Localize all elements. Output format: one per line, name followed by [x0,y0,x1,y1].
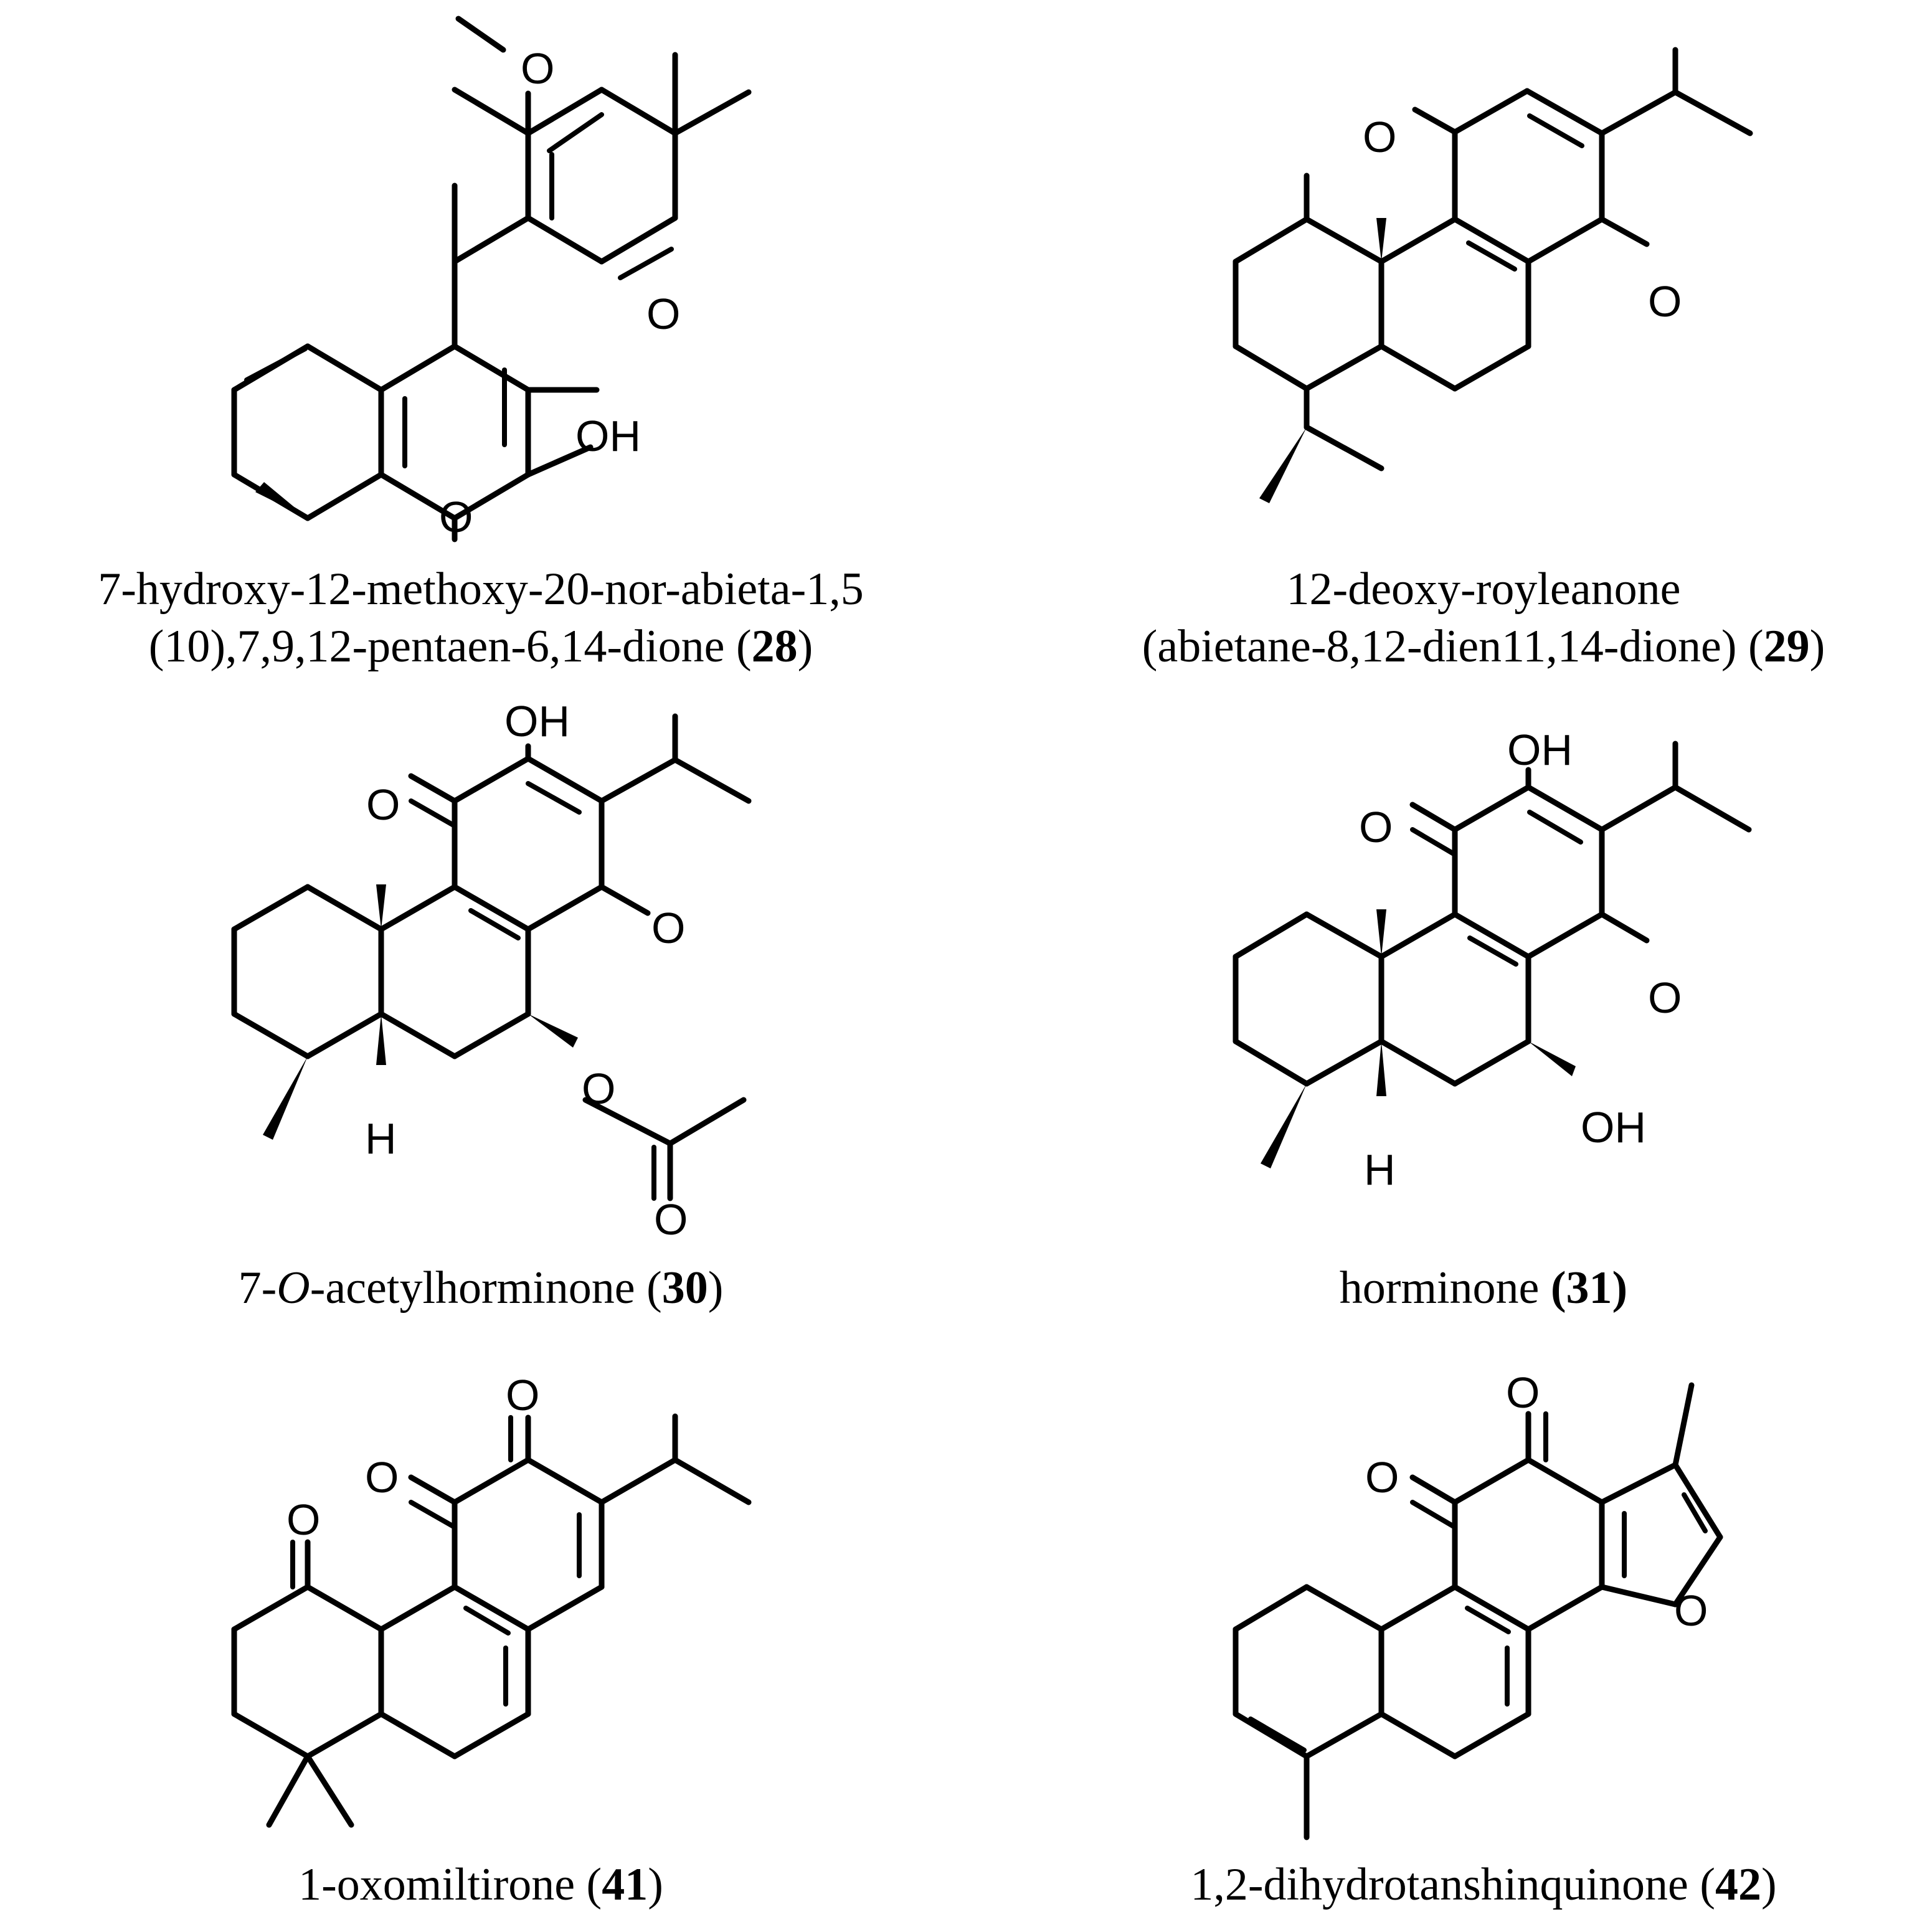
structure-28-labels: O O O OH [439,44,680,541]
caption-30-close: ) [708,1262,724,1314]
structure-42-bonds [1233,1382,1723,1840]
atom-label: O [1365,1453,1399,1502]
structure-41: O O O [231,1371,752,1828]
compound-number-41: 41 [602,1859,648,1910]
structure-42-labels: O O O [1365,1368,1708,1635]
structure-30-wedges [263,884,578,1140]
atom-label: O [286,1495,320,1544]
structure-30: OH O O O O H [231,697,752,1244]
atom-label: O [654,1195,688,1244]
caption-31: horminone (31) [1340,1259,1627,1317]
atom-label: OH [575,412,641,460]
caption-30-italic: O [277,1262,310,1314]
structure-31-labels: OH O O OH H [1359,726,1682,1194]
atom-label: O [646,290,680,338]
structure-30-bonds [231,713,752,1201]
structure-42: O O O [1233,1368,1723,1840]
atom-label: O [1674,1586,1708,1635]
compound-number-29: 29 [1763,621,1810,672]
atom-label: O [1648,973,1682,1022]
structure-29-wedges [1259,218,1386,503]
structure-28: O O O OH [231,16,752,542]
atom-label: OH [504,697,570,746]
structure-31: OH O O OH H [1233,726,1752,1194]
caption-28-line2: (10),7,9,12-pentaen-6,14-dione (28) [98,618,863,675]
atom-label: H [1364,1145,1396,1194]
caption-30: 7-O-acetylhorminone (30) [239,1259,724,1317]
atom-label: O [1506,1368,1540,1417]
structure-31-wedges [1261,909,1576,1168]
caption-42: 1,2-dihydrotanshinquinone (42) [1190,1856,1776,1913]
caption-30-pre: 7- [238,1262,277,1314]
caption-41-pre: 1-oxomiltirone ( [298,1859,602,1910]
structure-29-labels: O O [1363,113,1682,326]
structure-29-bonds [1233,47,1753,471]
compound-number-28: 28 [751,621,798,672]
compound-number-30: 30 [661,1262,708,1314]
atom-label: O [1359,803,1393,851]
compound-number-31: (31) [1550,1262,1628,1314]
caption-42-close: ) [1761,1859,1777,1910]
atom-label: OH [1581,1103,1646,1152]
atom-label: O [582,1064,615,1113]
atom-label: OH [1507,726,1573,774]
caption-28-line1: 7-hydroxy-12-methoxy-20-nor-abieta-1,5 [98,564,864,615]
caption-28-close: ) [797,621,813,672]
caption-42-pre: 1,2-dihydrotanshinquinone ( [1190,1859,1715,1910]
caption-29-close: ) [1809,621,1825,672]
caption-29-line2: (abietane-8,12-dien11,14-dione) (29) [1142,618,1825,675]
caption-30-mid: -acetylhorminone ( [310,1262,662,1314]
caption-28-text: (10),7,9,12-pentaen-6,14-dione ( [148,621,752,672]
structure-31-bonds [1233,741,1752,1087]
caption-41: 1-oxomiltirone (41) [298,1856,663,1913]
structure-41-labels: O O O [286,1371,539,1544]
atom-label: O [365,1453,399,1502]
structure-29: O O [1233,47,1753,503]
atom-label: O [1648,277,1682,326]
structure-41-bonds [231,1413,752,1828]
atom-label: O [366,780,400,829]
structure-28-wedges [255,482,308,518]
caption-31-pre: horminone [1339,1262,1551,1314]
caption-41-close: ) [648,1859,663,1910]
atom-label: O [1363,113,1396,161]
caption-29: 12-deoxy-royleanone (abietane-8,12-dien1… [1142,561,1825,675]
structure-30-labels: OH O O O O H [365,697,688,1244]
atom-label: H [365,1114,397,1163]
caption-29-text: (abietane-8,12-dien11,14-dione) ( [1142,621,1764,672]
structure-28-bonds [231,16,752,542]
atom-label: O [506,1371,539,1419]
compound-number-42: 42 [1715,1859,1761,1910]
atom-label: O [439,493,473,541]
caption-28: 7-hydroxy-12-methoxy-20-nor-abieta-1,5 (… [98,561,863,675]
atom-label: O [651,904,685,952]
caption-29-line1: 12-deoxy-royleanone [1286,564,1681,615]
atom-label: O [521,44,554,93]
